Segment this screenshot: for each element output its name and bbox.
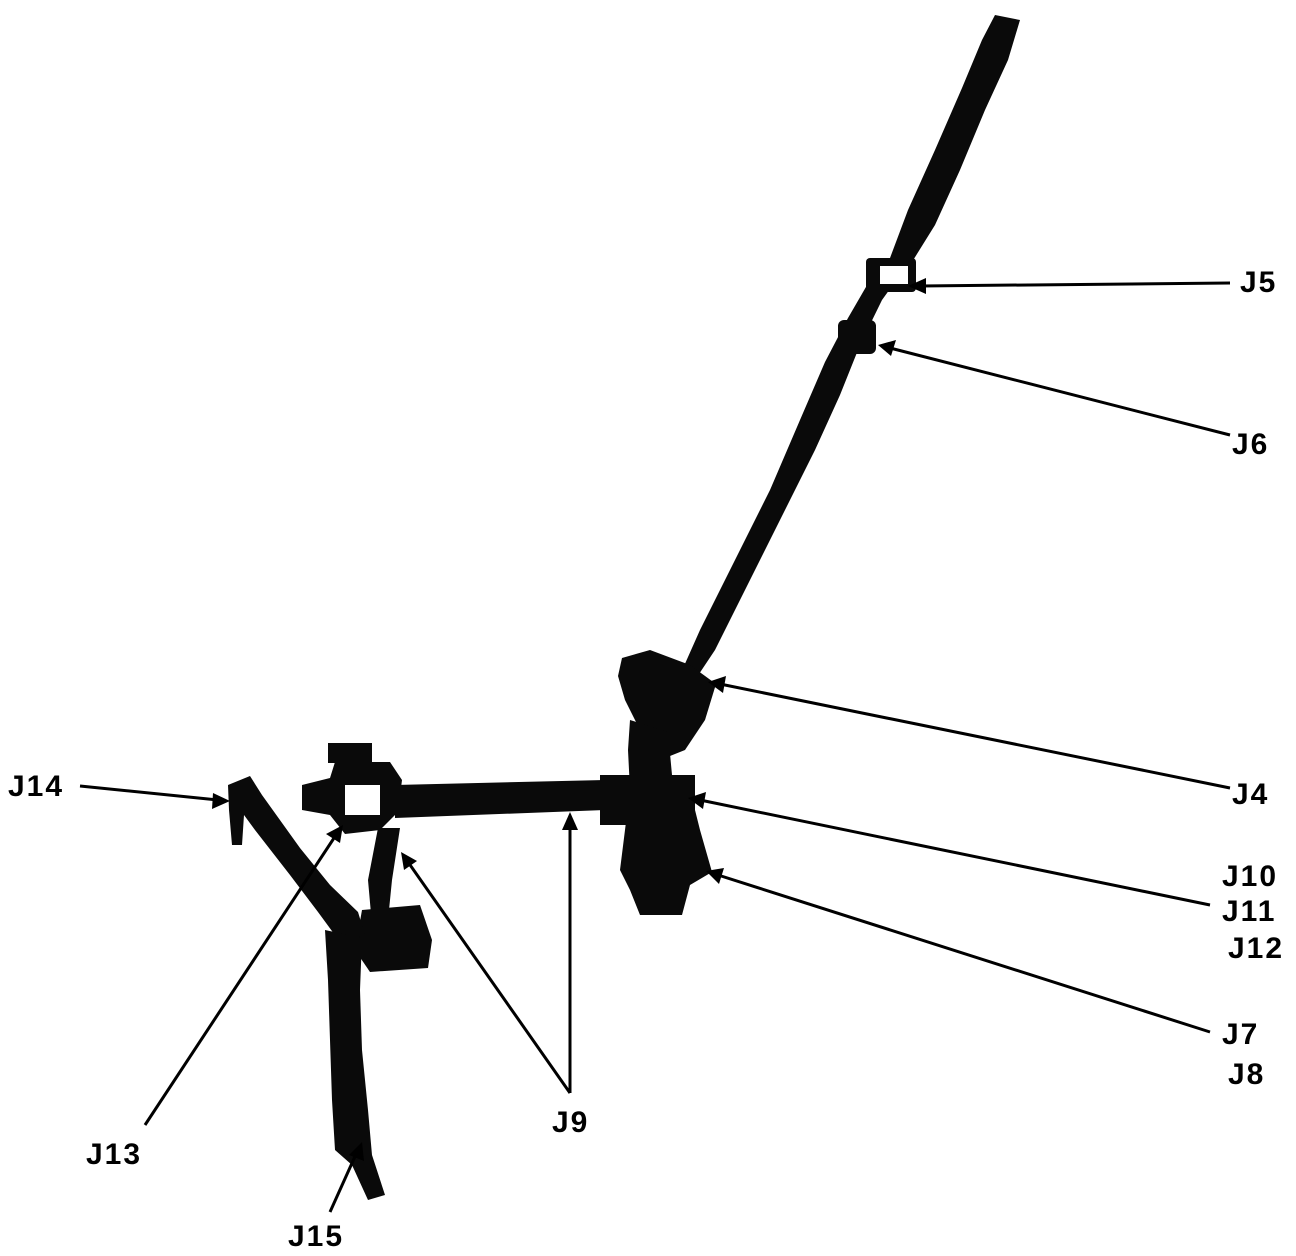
label-j14: J14 <box>8 770 65 803</box>
label-j8: J8 <box>1228 1058 1266 1091</box>
left-connector-cluster <box>302 743 402 834</box>
label-j9: J9 <box>552 1106 590 1139</box>
left-diagonal-branch <box>228 776 365 942</box>
label-j6: J6 <box>1232 428 1270 461</box>
label-j10: J10 <box>1222 860 1279 893</box>
central-junction-block <box>600 650 716 915</box>
lower-harness-branch <box>325 930 385 1200</box>
label-j5: J5 <box>1240 266 1278 299</box>
callout-lines <box>79 278 1231 1213</box>
label-j4: J4 <box>1232 778 1270 811</box>
horizontal-harness-branch <box>395 780 605 818</box>
label-j13: J13 <box>86 1138 143 1171</box>
label-j11: J11 <box>1222 895 1277 928</box>
vertical-harness-drop <box>355 828 432 972</box>
label-j12: J12 <box>1228 932 1285 965</box>
upper-harness-branch <box>680 15 1020 680</box>
label-j15: J15 <box>288 1220 345 1253</box>
label-j7: J7 <box>1222 1018 1260 1051</box>
